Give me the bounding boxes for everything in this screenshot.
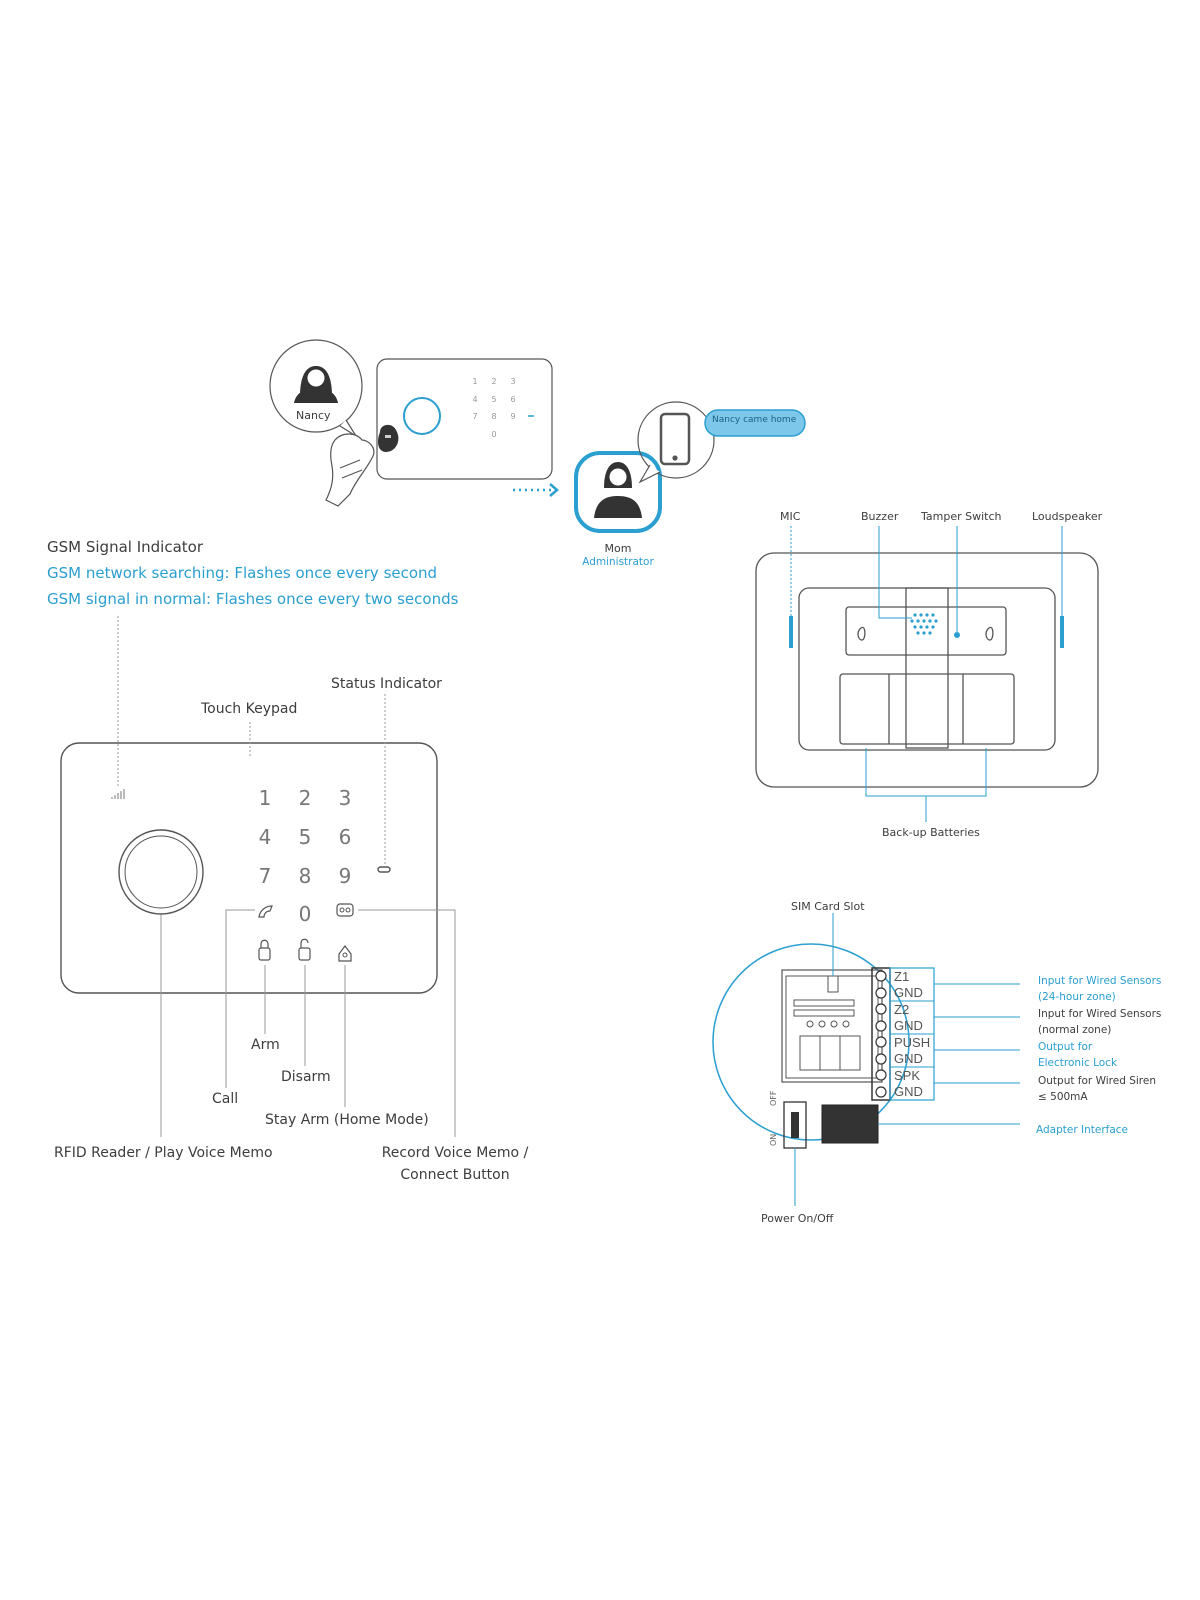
rfid-label: RFID Reader / Play Voice Memo — [54, 1145, 273, 1161]
mini-panel — [376, 358, 553, 480]
key-9: 9 — [338, 864, 352, 888]
tamper-switch-label: Tamper Switch — [921, 510, 1002, 523]
notification-text: Nancy came home — [712, 415, 797, 425]
loudspeaker-label: Loudspeaker — [1032, 510, 1103, 523]
loudspeaker-slot — [1060, 616, 1064, 648]
disarm-label: Disarm — [281, 1069, 331, 1085]
arm-label: Arm — [251, 1037, 280, 1053]
output-1-line1: Input for Wired Sensors — [1038, 975, 1162, 987]
rfid-scene — [269, 339, 715, 533]
stay-arm-label: Stay Arm (Home Mode) — [265, 1112, 429, 1128]
admin-name-label: Mom — [604, 542, 632, 555]
mini-key-9: 9 — [510, 412, 516, 421]
mic-slot — [789, 616, 793, 648]
gsm-title: GSM Signal Indicator — [47, 538, 203, 556]
output-4-line1: Output for Wired Siren — [1038, 1075, 1156, 1087]
nancy-silhouette — [294, 366, 338, 403]
mini-key-0: 0 — [491, 430, 497, 439]
output-2-line2: (normal zone) — [1038, 1024, 1112, 1036]
hand — [325, 433, 375, 507]
adapter-label: Adapter Interface — [1036, 1124, 1129, 1136]
board-leaders — [794, 913, 1020, 1206]
mic-label: MIC — [780, 510, 801, 523]
user-name-label: Nancy — [296, 409, 331, 422]
output-1-line2: (24-hour zone) — [1038, 991, 1116, 1003]
touch-keypad-label: Touch Keypad — [201, 701, 298, 717]
output-4-line2: ≤ 500mA — [1038, 1091, 1088, 1103]
back-view — [755, 552, 1099, 788]
terminal-gnd-1: GND — [894, 985, 923, 1000]
key-0: 0 — [298, 902, 312, 926]
terminal-z2: Z2 — [894, 1002, 910, 1017]
call-label: Call — [212, 1091, 239, 1107]
mini-key-6: 6 — [510, 395, 516, 404]
key-fob-icon — [378, 424, 399, 452]
power-label: Power On/Off — [761, 1212, 834, 1225]
terminal-gnd-4: GND — [894, 1084, 923, 1099]
board — [712, 943, 935, 1149]
mom-avatar-frame — [574, 451, 662, 533]
switch-on-label: ON — [769, 1133, 778, 1146]
terminal-push: PUSH — [894, 1035, 931, 1050]
key-3: 3 — [338, 786, 352, 810]
mini-key-5: 5 — [491, 395, 497, 404]
gsm-line-searching: GSM network searching: Flashes once ever… — [47, 564, 438, 582]
mini-key-8: 8 — [491, 412, 497, 421]
terminal-gnd-3: GND — [894, 1051, 923, 1066]
phone-bubble — [637, 401, 715, 479]
mini-key-3: 3 — [510, 377, 516, 386]
key-1: 1 — [258, 786, 272, 810]
zoom-circle — [712, 943, 910, 1141]
notify-arrow — [513, 483, 559, 497]
gsm-line-normal: GSM signal in normal: Flashes once every… — [47, 590, 459, 608]
phone-icon — [659, 412, 691, 466]
record-label-2: Connect Button — [400, 1167, 510, 1183]
mini-rfid-ring — [403, 397, 441, 435]
terminal-z1: Z1 — [894, 969, 910, 984]
tamper-switch — [954, 632, 960, 638]
switch-off-label: OFF — [769, 1090, 778, 1107]
terminal-gnd-2: GND — [894, 1018, 923, 1033]
notification-pill — [704, 409, 806, 437]
output-3-line1: Output for — [1038, 1041, 1093, 1053]
sim-slot-label: SIM Card Slot — [791, 900, 865, 913]
key-5: 5 — [298, 825, 312, 849]
record-label-1: Record Voice Memo / — [381, 1145, 529, 1161]
buzzer-label: Buzzer — [861, 510, 899, 523]
terminal-spk: SPK — [894, 1068, 921, 1083]
output-3-line2: Electronic Lock — [1038, 1057, 1118, 1069]
key-8: 8 — [298, 864, 312, 888]
output-2-line1: Input for Wired Sensors — [1038, 1008, 1162, 1020]
back-leaders — [790, 526, 1063, 822]
nancy-bubble — [269, 339, 363, 433]
buzzer-holes — [910, 613, 938, 635]
terminal-screws — [875, 970, 887, 1098]
batteries-label: Back-up Batteries — [882, 826, 980, 839]
front-leaders — [117, 616, 456, 1137]
mini-key-4: 4 — [472, 395, 478, 404]
mini-key-7: 7 — [472, 412, 478, 421]
key-7: 7 — [258, 864, 272, 888]
status-indicator-label: Status Indicator — [331, 676, 442, 692]
mini-key-1: 1 — [472, 377, 478, 386]
front-panel — [60, 742, 438, 994]
key-6: 6 — [338, 825, 352, 849]
key-2: 2 — [298, 786, 312, 810]
admin-role-label: Administrator — [582, 556, 654, 568]
mom-silhouette — [594, 462, 642, 518]
mini-key-2: 2 — [491, 377, 497, 386]
key-4: 4 — [258, 825, 272, 849]
